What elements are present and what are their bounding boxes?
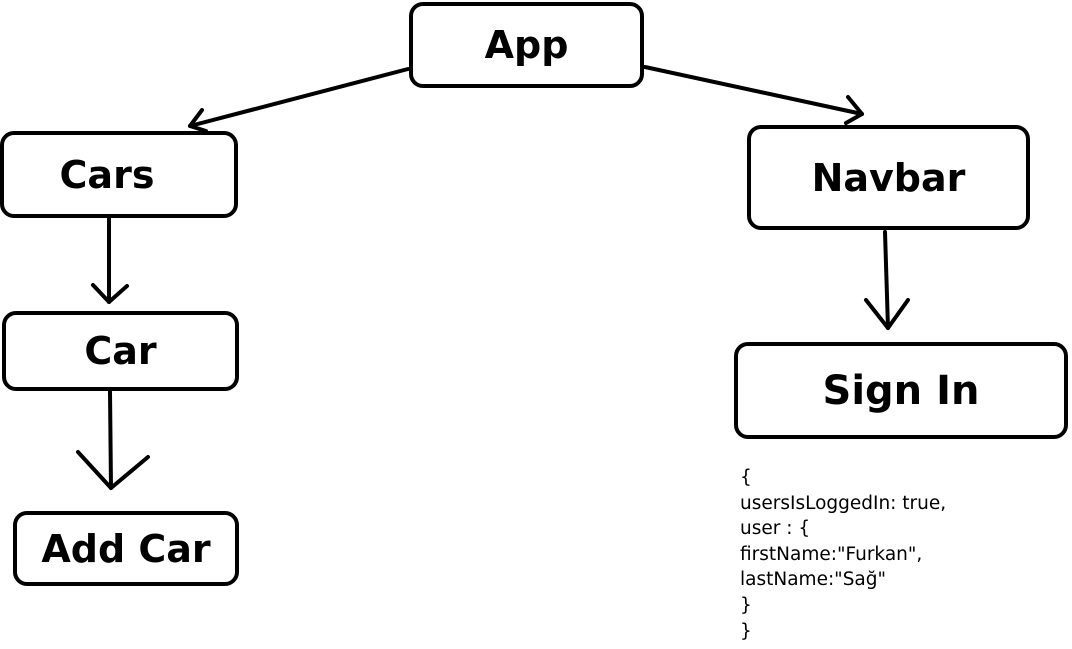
node-app: App (409, 2, 644, 88)
node-navbar: Navbar (747, 125, 1030, 230)
arrow-navbar-to-sign-in (883, 230, 890, 330)
code-line: } (740, 620, 752, 642)
node-sign-in-label: Sign In (822, 367, 980, 414)
arrowhead-app-to-cars (188, 108, 208, 133)
node-add-car: Add Car (13, 511, 239, 586)
code-line: user : { (740, 518, 811, 540)
arrowhead-cars-to-car (91, 283, 129, 304)
node-car-label: Car (84, 329, 157, 373)
node-navbar-label: Navbar (811, 155, 966, 200)
node-cars: Cars (0, 131, 238, 218)
node-sign-in: Sign In (734, 342, 1068, 439)
node-car: Car (2, 311, 239, 391)
node-add-car-label: Add Car (41, 526, 211, 571)
code-line: firstName:"Furkan", (740, 543, 923, 565)
arrow-app-to-navbar (643, 65, 864, 116)
code-line: lastName:"Sağ" (740, 569, 887, 591)
arrowhead-app-to-navbar (844, 95, 864, 125)
code-line: } (740, 594, 752, 616)
arrow-app-to-cars (188, 67, 410, 128)
arrowhead-car-to-add-car (76, 450, 150, 490)
node-cars-label: Cars (59, 152, 155, 197)
arrowhead-navbar-to-sign-in (864, 298, 910, 330)
node-app-label: App (484, 23, 569, 67)
code-line: usersIsLoggedIn: true, (740, 492, 947, 514)
arrow-car-to-add-car (108, 390, 113, 490)
state-code-block: { usersIsLoggedIn: true, user : { firstName… (740, 465, 946, 644)
code-line: { (740, 467, 752, 488)
